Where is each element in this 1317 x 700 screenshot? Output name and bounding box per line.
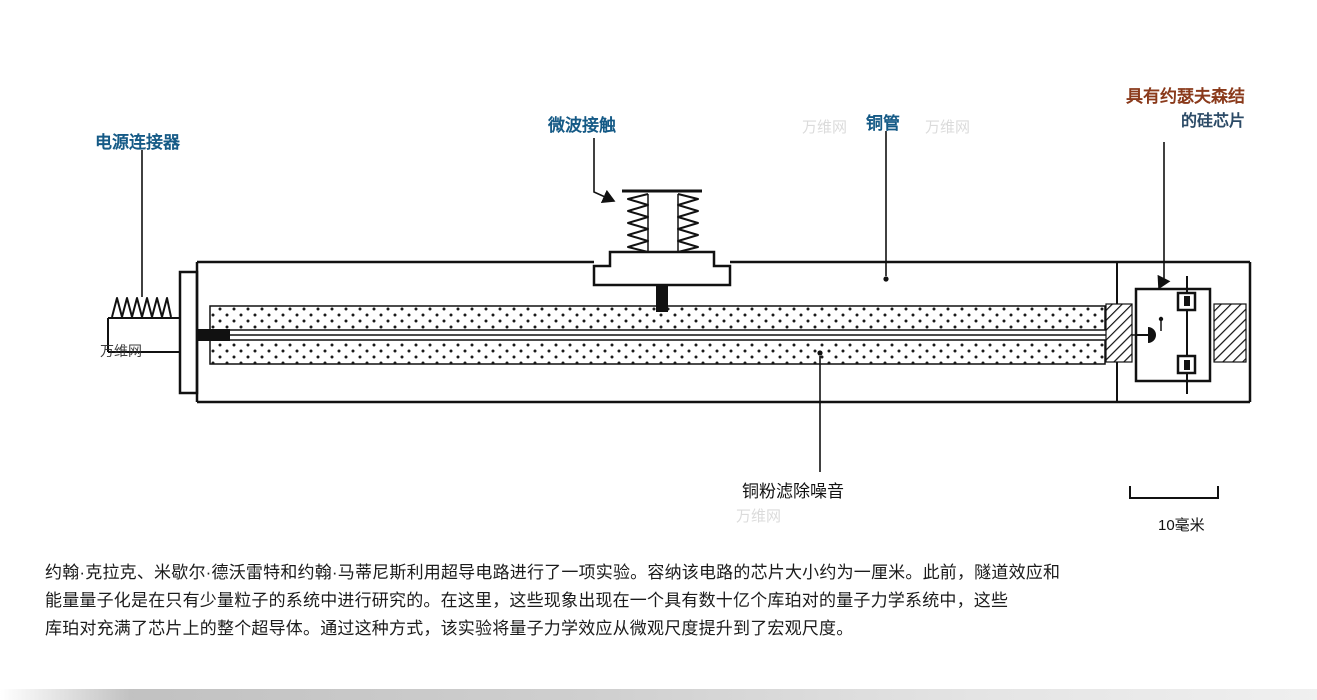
copper-powder-bands xyxy=(197,305,1148,365)
watermark-text: 万维网 xyxy=(802,119,848,136)
caption-paragraph: 约翰·克拉克、米歇尔·德沃雷特和约翰·马蒂尼斯利用超导电路进行了一项实验。容纳该… xyxy=(45,559,1157,643)
watermark-text: 万维网 xyxy=(100,343,142,359)
power-connector-coil xyxy=(107,297,180,353)
chip-assembly xyxy=(1105,276,1247,394)
caption-line: 能量量子化是在只有少量粒子的系统中进行研究的。在这里，这些现象出现在一个具有数十… xyxy=(45,591,1009,610)
microwave-contact-label: 微波接触 xyxy=(548,116,616,135)
caption-line: 约翰·克拉克、米歇尔·德沃雷特和约翰·马蒂尼斯利用超导电路进行了一项实验。容纳该… xyxy=(45,563,1061,582)
microwave-connector xyxy=(592,189,732,312)
leader-lines xyxy=(141,131,1171,472)
scale-bar xyxy=(1129,486,1219,499)
apparatus-diagram xyxy=(107,131,1252,499)
josephson-junction-label: 具有约瑟夫森结 xyxy=(1126,87,1245,106)
watermark-text: 万维网 xyxy=(925,119,971,136)
bottom-edge-band xyxy=(0,689,1317,700)
silicon-chip-label: 的硅芯片 xyxy=(1180,113,1245,131)
microwave-leader xyxy=(593,138,616,203)
silicon-chip-label-block: 具有约瑟夫森结 的硅芯片 xyxy=(1055,84,1245,135)
power-connector-label: 电源连接器 xyxy=(95,133,180,152)
watermark-text: 万维网 xyxy=(736,508,782,525)
caption-line: 库珀对充满了芯片上的整个超导体。通过这种方式，该实验将量子力学效应从微观尺度提升… xyxy=(45,619,854,638)
copper-powder-label: 铜粉滤除噪音 xyxy=(742,482,844,501)
left-flange xyxy=(178,270,199,395)
scale-label: 10毫米 xyxy=(1158,517,1205,534)
chip-leader xyxy=(1157,142,1171,290)
copper-tube-label: 铜管 xyxy=(866,114,900,133)
